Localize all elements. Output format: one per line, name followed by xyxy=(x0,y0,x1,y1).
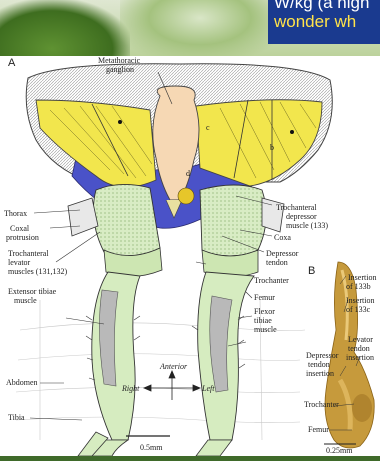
label-left: Left xyxy=(201,384,215,393)
label-extensor-2: muscle xyxy=(14,296,37,305)
leaf-shape xyxy=(120,0,280,60)
label-trochanteral-levator-2: levator xyxy=(8,258,31,267)
right-tibia xyxy=(196,440,232,456)
muscle-letter-c: c xyxy=(206,123,210,132)
slide-title-banner: W/kg (a high wonder wh xyxy=(268,0,380,44)
label-tibia: Tibia xyxy=(8,413,25,422)
anatomy-diagram: A c b d xyxy=(0,56,380,456)
label-b-depressor-1: Depressor xyxy=(306,351,339,360)
panel-b-letter: B xyxy=(308,265,315,277)
label-b-insertion-133c-2: of 133c xyxy=(346,305,371,314)
label-thorax: Thorax xyxy=(4,209,27,218)
label-b-levator-2: tendon xyxy=(348,344,370,353)
left-coxa xyxy=(93,184,160,256)
label-extensor-1: Extensor tibiae xyxy=(8,287,57,296)
label-b-trochanter: Trochanter xyxy=(304,400,339,409)
label-femur: Femur xyxy=(254,293,275,302)
coxal-protrusion-left xyxy=(68,198,98,236)
label-depressor-tendon-2: tendon xyxy=(266,258,288,267)
label-protrusion: protrusion xyxy=(6,233,39,242)
label-b-insertion-133b-2: of 133b xyxy=(346,282,371,291)
banner-line-1: W/kg (a high xyxy=(274,0,369,12)
banner-line-2: wonder wh xyxy=(274,13,356,31)
label-b-scale: 0.25mm xyxy=(326,446,353,455)
label-b-depressor-2: tendon xyxy=(308,360,330,369)
label-b-depressor-3: insertion xyxy=(306,369,334,378)
label-flexor-1: Flexor xyxy=(254,307,275,316)
label-b-insertion-133b-1: Insertion xyxy=(348,273,376,282)
panel-a-letter: A xyxy=(8,57,16,69)
label-trochanteral-depressor-2: depressor xyxy=(286,212,317,221)
label-flexor-2: tibiae xyxy=(254,316,272,325)
label-scale-a: 0.5mm xyxy=(140,443,163,452)
label-abdomen: Abdomen xyxy=(6,378,38,387)
muscle-dot xyxy=(290,130,294,134)
label-b-levator-3: insertion xyxy=(346,353,374,362)
muscle-dot xyxy=(118,120,122,124)
label-coxa: Coxa xyxy=(274,233,291,242)
label-anterior: Anterior xyxy=(159,362,188,371)
label-b-levator-1: Levator xyxy=(348,335,373,344)
figure-panel: A c b d xyxy=(0,56,380,456)
label-coxal: Coxal xyxy=(10,224,30,233)
muscle-letter-d: d xyxy=(186,169,190,178)
label-flexor-3: muscle xyxy=(254,325,277,334)
right-coxa xyxy=(200,185,266,256)
label-ganglion: ganglion xyxy=(106,65,134,74)
label-b-femur: Femur xyxy=(308,425,329,434)
tendon-cluster xyxy=(178,188,194,204)
label-trochanter: Trochanter xyxy=(254,276,289,285)
label-trochanteral-levator-1: Trochanteral xyxy=(8,249,49,258)
label-right: Right xyxy=(121,384,140,393)
label-metathoracic: Metathoracic xyxy=(98,56,141,65)
muscle-letter-b: b xyxy=(270,143,274,152)
label-depressor-tendon-1: Depressor xyxy=(266,249,299,258)
label-trochanteral-levator-3: muscles (131,132) xyxy=(8,267,67,276)
label-b-insertion-133c-1: Insertion xyxy=(346,296,374,305)
orientation-arrows xyxy=(144,371,200,400)
label-trochanteral-depressor-3: muscle (133) xyxy=(286,221,328,230)
label-trochanteral-depressor-1: Trochanteral xyxy=(276,203,317,212)
